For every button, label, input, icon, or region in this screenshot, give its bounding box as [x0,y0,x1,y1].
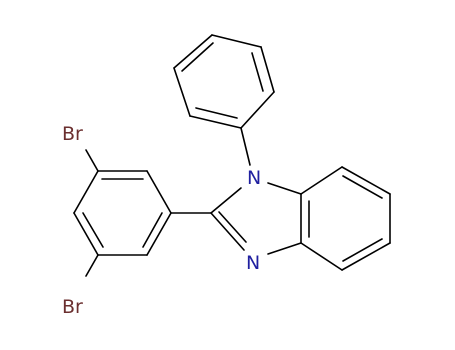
bond [342,175,383,199]
bond [73,170,99,214]
bond [267,242,302,255]
bond [341,166,391,195]
bond [300,242,343,271]
bond [195,107,238,119]
bond [146,170,172,214]
bond-br-bottom [85,254,99,277]
imidazole-ring [210,182,302,255]
bond [146,212,172,256]
bond-phenyl-n1 [240,127,251,166]
bond [210,187,242,214]
bond [82,212,104,248]
bond [267,182,302,195]
bond [342,238,383,262]
bond [211,34,262,48]
dibromophenyl-ring [73,170,172,256]
bromine-bottom-label: Br [62,296,83,318]
bond [218,211,247,243]
bond [251,52,264,92]
bond [189,115,242,129]
bond [173,34,213,69]
bond-br-top [85,149,99,172]
bond [300,166,343,195]
benzo-ring [300,166,391,271]
bond [173,67,191,117]
bond [240,91,275,129]
n-phenyl-ring [173,34,275,129]
nitrogen-n1-label: N [247,167,261,189]
bond [210,212,245,251]
bond [260,46,275,93]
bond [73,212,99,256]
bromine-top-label: Br [62,123,83,145]
bond [181,42,214,72]
bond [341,242,391,271]
bond [142,212,163,248]
nitrogen-n3-label: N [246,252,260,274]
